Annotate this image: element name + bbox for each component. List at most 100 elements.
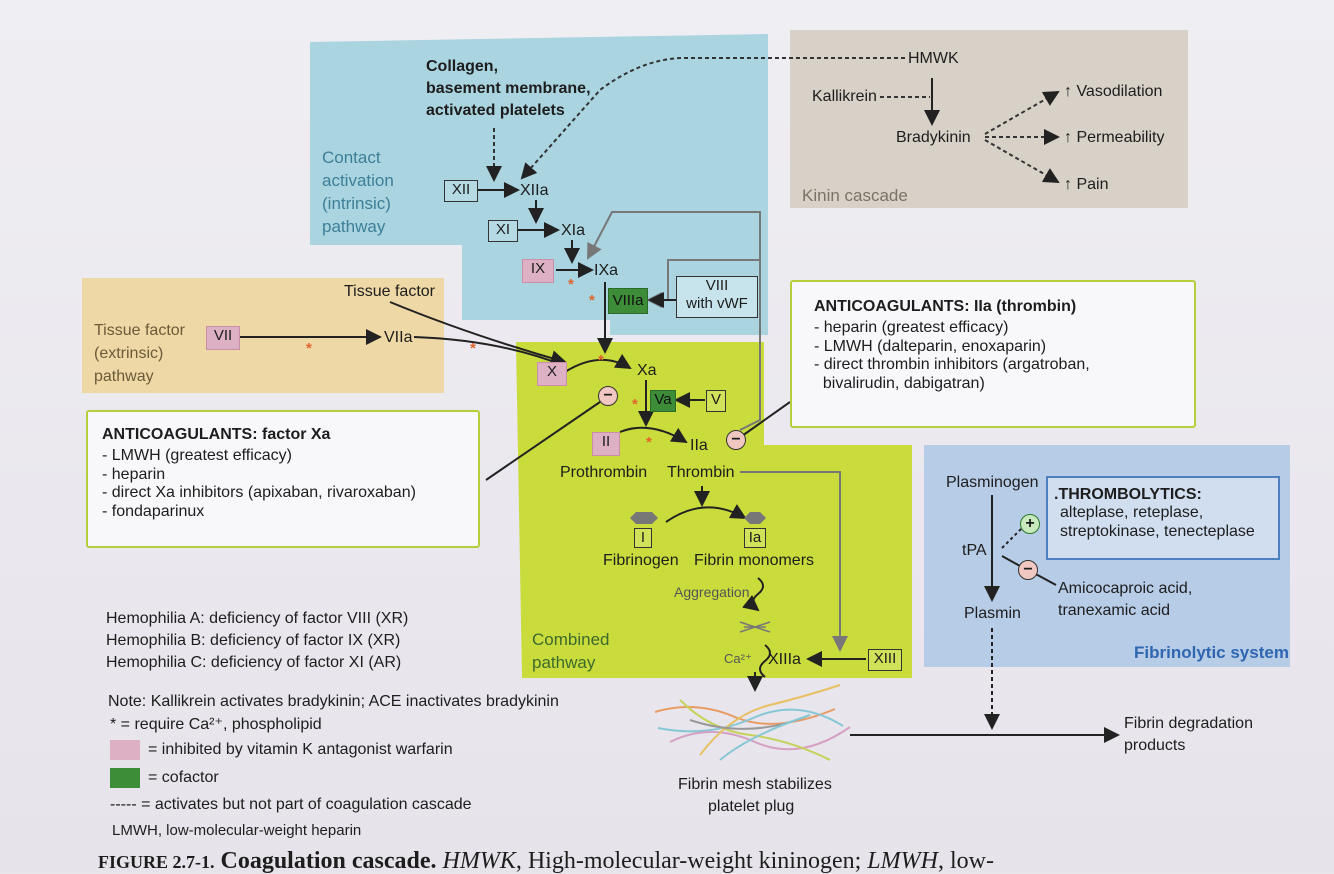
dashed-hmwk-to-xii — [520, 57, 905, 180]
inhibitor-line-xa — [485, 401, 601, 481]
legend-pink-text: = inhibited by vitamin K antagonist warf… — [148, 741, 453, 758]
factor-ii: II — [592, 432, 620, 456]
factor-viia: VIIa — [384, 329, 413, 346]
intrinsic-label-2: activation — [322, 171, 394, 190]
star-ii: * — [646, 434, 652, 451]
star-tissue-factor: * — [470, 340, 476, 357]
factor-xia: XIa — [561, 222, 586, 239]
factor-viii-with-vwf: VIII with vWF — [676, 276, 758, 318]
anticoagulants-iia-box: ANTICOAGULANTS: IIa (thrombin) - heparin… — [790, 280, 1196, 428]
arrow-viia-to-x — [413, 336, 567, 369]
arrow-tissue-factor — [389, 301, 567, 366]
arrow-x-xa — [564, 353, 632, 373]
line-tpa-minus — [1001, 555, 1021, 567]
fibrinolytic-system-label: Fibrinolytic system — [1134, 643, 1289, 662]
mesh-label-1: Fibrin mesh stabilizes — [678, 776, 832, 793]
legend-lmwh: LMWH, low-molecular-weight heparin — [112, 822, 362, 839]
pain-label: ↑ Pain — [1064, 176, 1109, 193]
legend-green-swatch — [110, 768, 140, 788]
degradation-line-1: Fibrin degradation — [1124, 715, 1253, 732]
intrinsic-region — [310, 34, 768, 335]
inhibitors-line-2: tranexamic acid — [1058, 602, 1171, 619]
tpa-label: tPA — [962, 542, 987, 559]
degradation-line-2: products — [1124, 737, 1186, 754]
factor-va: Va — [650, 390, 676, 412]
fibrin-monomers-label: Fibrin monomers — [694, 552, 815, 569]
intrinsic-label-3: (intrinsic) — [322, 194, 391, 213]
calcium-label: Ca²⁺ — [724, 651, 752, 666]
arrow-ii-iia — [619, 426, 688, 444]
line-thrombin-xiii — [740, 471, 848, 652]
factor-ixa: IXa — [594, 262, 619, 279]
mesh-label-2: platelet plug — [708, 798, 795, 815]
inhibitor-line-iia — [741, 401, 791, 437]
prothrombin-label: Prothrombin — [560, 464, 648, 481]
bradykinin-label: Bradykinin — [896, 129, 971, 146]
dashed-bradykinin-pain — [984, 139, 1060, 183]
fibrinogen-label: Fibrinogen — [603, 552, 679, 569]
anticoag-xa-title: ANTICOAGULANTS: factor Xa — [102, 426, 331, 443]
factor-xiiia: XIIIa — [768, 651, 801, 668]
combined-label-2: pathway — [532, 653, 596, 672]
factor-xii: XII — [444, 180, 478, 202]
stimulus-line-3: activated platelets — [426, 102, 565, 119]
extrinsic-region — [82, 278, 444, 393]
kallikrein-label: Kallikrein — [812, 88, 877, 105]
star-vii: * — [306, 340, 312, 357]
caption-text-2: , low- — [937, 848, 994, 874]
viii-line-2: with vWF — [686, 295, 748, 312]
fibrinogen-glyph — [630, 512, 658, 524]
legend-green-text: = cofactor — [148, 769, 219, 786]
inhibit-plasmin-icon: − — [1018, 560, 1038, 580]
caption-abbr-1: HMWK — [442, 848, 516, 874]
activate-plus-icon: + — [1020, 514, 1040, 534]
kinin-region — [790, 30, 1188, 208]
factor-viiia: VIIIa — [608, 288, 648, 314]
factor-xi: XI — [488, 220, 518, 242]
permeability-label: ↑ Permeability — [1064, 129, 1165, 146]
factor-vii: VII — [206, 326, 240, 350]
hemophilia-b: Hemophilia B: deficiency of factor IX (X… — [106, 632, 401, 649]
squiggle-aggregation — [742, 577, 764, 612]
anticoag-xa-item-3: - direct Xa inhibitors (apixaban, rivaro… — [102, 484, 416, 502]
squiggle-crosslink — [759, 644, 771, 678]
legend-note: Note: Kallikrein activates bradykinin; A… — [108, 693, 559, 710]
extrinsic-label-3: pathway — [94, 368, 154, 385]
anticoag-iia-title: ANTICOAGULANTS: IIa (thrombin) — [814, 298, 1077, 315]
extrinsic-label-2: (extrinsic) — [94, 345, 164, 362]
anticoag-iia-item-2: - LMWH (dalteparin, enoxaparin) — [814, 337, 1047, 355]
anticoagulants-xa-box: ANTICOAGULANTS: factor Xa - LMWH (greate… — [86, 410, 480, 548]
dashed-bradykinin-vasodilation — [984, 91, 1060, 135]
caption-number: FIGURE 2.7-1. — [98, 852, 215, 872]
inhibit-xa-icon: − — [598, 386, 618, 406]
thrombolytics-box: .THROMBOLYTICS: alteplase, reteplase, st… — [1046, 476, 1280, 560]
combined-label-1: Combined — [532, 630, 610, 649]
plasminogen-label: Plasminogen — [946, 474, 1039, 491]
fibrin-mesh-illustration — [654, 684, 851, 761]
thrombolytics-line-2: alteplase, reteplase, — [1060, 504, 1204, 522]
caption-text-1: , High-molecular-weight kininogen; — [515, 848, 868, 874]
anticoag-iia-item-4: bivalirudin, dabigatran) — [814, 374, 985, 392]
legend-star: * = require Ca²⁺, phospholipid — [110, 716, 322, 733]
common-region — [516, 342, 912, 678]
anticoag-xa-item-1: - LMWH (greatest efficacy) — [102, 447, 292, 465]
factor-ix: IX — [522, 259, 554, 283]
factor-ia: Ia — [744, 528, 766, 548]
anticoag-iia-item-1: - heparin (greatest efficacy) — [814, 319, 1009, 337]
factor-i: I — [634, 528, 652, 548]
star-va: * — [632, 396, 638, 413]
star-x: * — [598, 352, 604, 369]
thrombin-label: Thrombin — [667, 464, 735, 481]
hmwk-label: HMWK — [908, 50, 959, 67]
vasodilation-label: ↑ Vasodilation — [1064, 83, 1163, 100]
viii-line-1: VIII — [705, 277, 729, 294]
fibrinolytic-region — [924, 445, 1290, 667]
caption-abbr-2: LMWH — [867, 848, 938, 874]
stimulus-line-2: basement membrane, — [426, 80, 591, 97]
plasmin-label: Plasmin — [964, 605, 1021, 622]
crosslink-glyph — [739, 621, 771, 633]
figure-caption: FIGURE 2.7-1. Coagulation cascade. HMWK,… — [98, 848, 994, 874]
anticoag-iia-item-3: - direct thrombin inhibitors (argatroban… — [814, 356, 1090, 374]
